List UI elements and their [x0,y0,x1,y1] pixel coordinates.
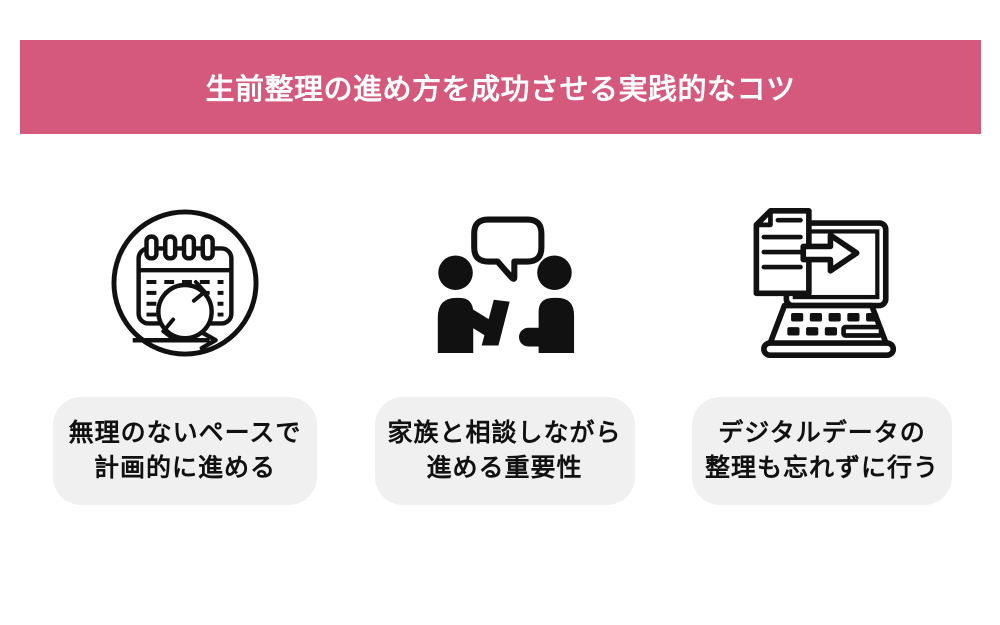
tip-label-planned-pace: 無理のないペースで 計画的に進める [53,397,317,505]
header-banner: 生前整理の進め方を成功させる実践的なコツ [20,40,981,134]
tip-label-line: 進める重要性 [426,454,583,482]
tip-label-digital-data: デジタルデータの 整理も忘れずに行う [692,397,952,505]
tip-label-line: 無理のないペースで [68,419,302,447]
tip-label-line: 家族と相談しながら [387,419,622,447]
family-discussion-icon [430,203,580,363]
calendar-cycle-icon [111,203,259,363]
tip-label-family-discussion: 家族と相談しながら 進める重要性 [374,397,635,505]
page-title: 生前整理の進め方を成功させる実践的なコツ [205,74,796,106]
tip-label-line: デジタルデータの [718,419,926,447]
tip-column-planned-pace: 無理のないペースで 計画的に進める [53,203,317,505]
digital-data-transfer-icon [747,203,897,363]
tip-label-line: 整理も忘れずに行う [704,454,939,482]
tip-label-line: 計画的に進める [93,454,276,482]
tip-column-family-discussion: 家族と相談しながら 進める重要性 [374,203,635,505]
tip-column-digital-data: デジタルデータの 整理も忘れずに行う [692,203,952,505]
tips-row: 無理のないペースで 計画的に進める 家族と相談しながら 進める重要性 [53,203,952,505]
